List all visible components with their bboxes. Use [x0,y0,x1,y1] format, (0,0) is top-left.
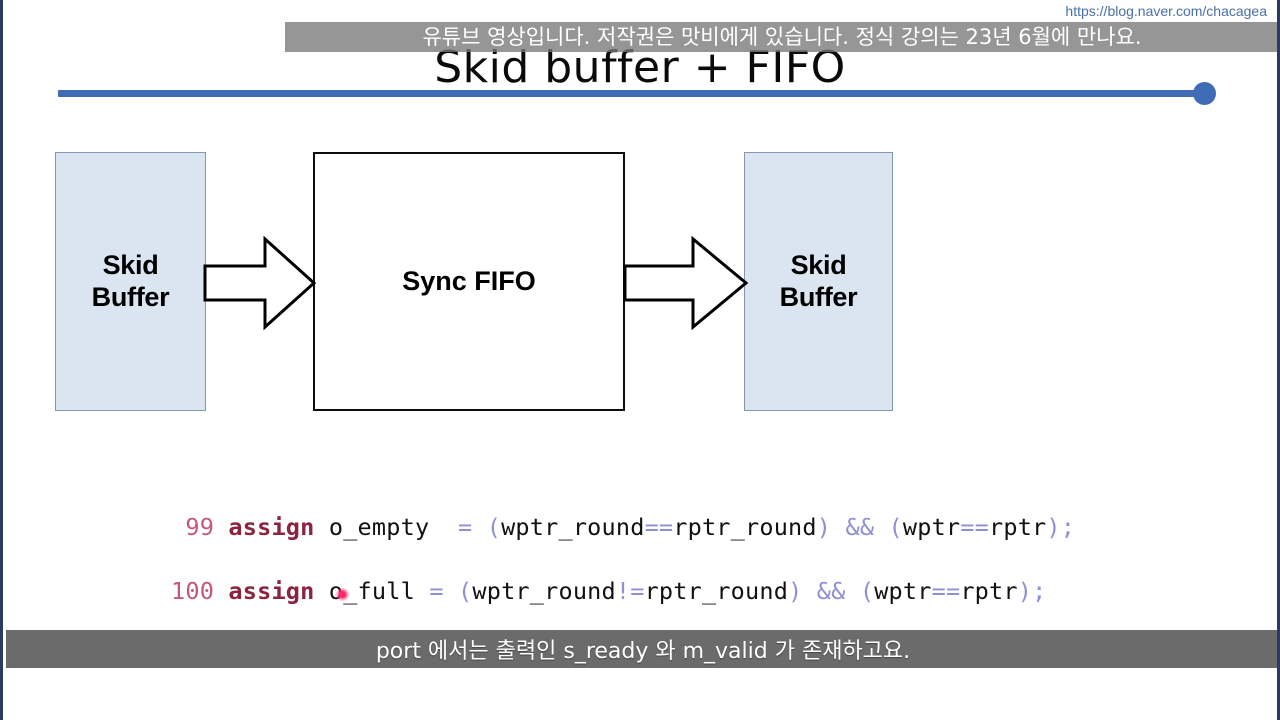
block-label-line2: Buffer [779,281,858,312]
code-punct: ( [458,577,473,605]
block-label-wrapper: Skid Buffer [92,250,170,314]
code-identifier: wptr_round [501,513,645,541]
subtitle-bar: port 에서는 출력인 s_ready 와 m_valid 가 존재하고요. [6,630,1277,668]
diagram-block-sync-fifo: Sync FIFO [313,152,625,411]
code-operator: != [615,577,645,605]
block-label-line1: Skid [790,249,847,280]
code-keyword: assign [228,513,315,541]
block-label-wrapper: Skid Buffer [780,250,858,314]
block-label-line2: Buffer [91,281,170,312]
code-line: 99 assign o_empty = (wptr_round==rptr_ro… [171,511,1075,543]
arrow-right-icon-2 [623,235,749,331]
title-underline-dot [1193,82,1216,105]
code-punct: ( [888,513,903,541]
code-identifier: rptr_round [673,513,817,541]
code-punct: ); [1046,513,1076,541]
code-line-number-99: 99 [171,513,215,541]
code-identifier: rptr_round [644,577,789,605]
code-identifier: wptr [902,513,961,541]
frame-edge-right [1277,0,1280,720]
subtitle-text: port 에서는 출력인 s_ready 와 m_valid 가 존재하고요. [375,639,911,664]
diagram-block-skid-buffer-right: Skid Buffer [744,152,893,411]
code-punct: ( [859,577,875,605]
code-operator: == [960,513,989,541]
code-operator: == [931,577,961,605]
code-line: 100 assign o_full = (wptr_round!=rptr_ro… [171,575,1075,607]
code-identifier: o_empty [328,513,430,541]
watermark-url: https://blog.naver.com/chacagea [1065,3,1267,19]
code-punct: ) [788,577,803,605]
block-label-line1: Skid [102,249,159,280]
code-identifier: wptr [874,577,932,605]
code-operator: = [429,577,444,605]
title-underline-rule [58,90,1208,97]
frame-edge-left [0,0,3,720]
copyright-notice-banner: 유튜브 영상입니다. 저작권은 맛비에게 있습니다. 정식 강의는 23년 6월… [285,22,1277,52]
code-identifier: rptr [960,577,1018,605]
block-label-line1: Sync FIFO [402,265,536,296]
code-punct: ( [486,513,502,541]
player-letterbox [3,668,1277,720]
code-operator: && [845,513,875,541]
code-operator: == [644,513,674,541]
arrow-right-icon-1 [203,235,317,331]
diagram-block-skid-buffer-left: Skid Buffer [55,152,206,411]
code-keyword: assign [228,577,315,605]
code-operator: = [458,513,473,541]
code-identifier: rptr [989,513,1047,541]
slide-canvas: https://blog.naver.com/chacagea Skid buf… [3,0,1277,668]
code-identifier: wptr_round [472,577,616,605]
code-punct: ); [1017,577,1047,605]
code-punct: ) [816,513,832,541]
mouse-cursor-highlight [336,588,349,601]
code-line-number-100: 100 [171,577,215,605]
code-operator: && [816,577,846,605]
